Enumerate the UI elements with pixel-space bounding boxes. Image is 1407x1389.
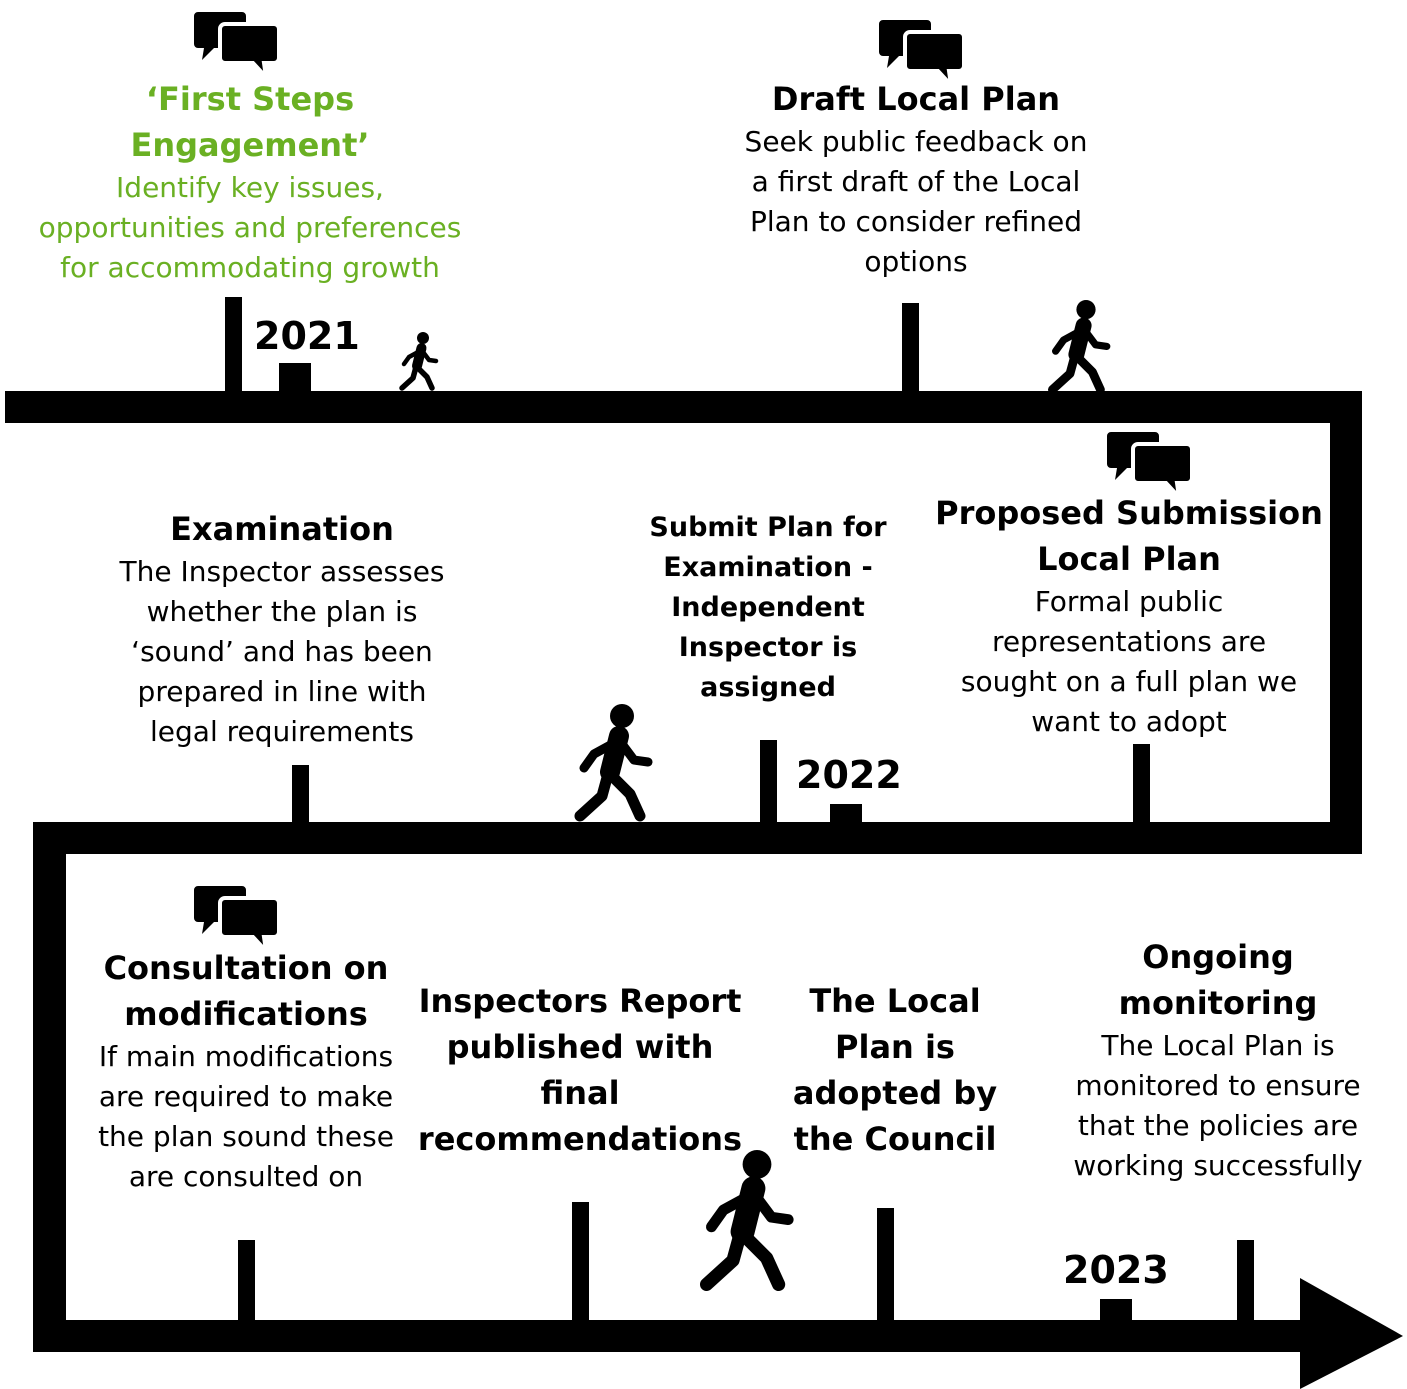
stage-tick bbox=[238, 1240, 255, 1322]
stage-description: The Local Plan is monitored to ensure th… bbox=[1073, 1029, 1363, 1182]
walking-person-icon bbox=[1052, 300, 1106, 390]
stage-title: Ongoing monitoring bbox=[1118, 938, 1318, 1022]
stage-title: The Local Plan is adopted by the Council bbox=[792, 982, 998, 1158]
year-label: 2022 bbox=[796, 753, 902, 797]
stage-tick bbox=[877, 1208, 894, 1322]
stage-inspectors-report: Inspectors Report published with final r… bbox=[412, 978, 748, 1162]
stage-submit-plan: Submit Plan for Examination - Independen… bbox=[640, 508, 896, 708]
stage-title: Inspectors Report published with final r… bbox=[417, 982, 743, 1158]
timeline-line-middle bbox=[33, 822, 1361, 854]
stage-tick bbox=[1133, 744, 1150, 824]
timeline-arrowhead bbox=[1300, 1278, 1403, 1389]
stage-description: Identify key issues, opportunities and p… bbox=[38, 171, 462, 284]
stage-tick bbox=[760, 740, 777, 824]
stage-tick bbox=[902, 303, 919, 392]
stage-adopted: The Local Plan is adopted by the Council bbox=[790, 978, 1000, 1162]
walking-person-icon bbox=[402, 332, 436, 388]
speech-bubbles-icon bbox=[1105, 430, 1194, 499]
walking-person-icon bbox=[580, 704, 648, 816]
timeline-connector-right bbox=[1330, 391, 1362, 854]
year-marker bbox=[1100, 1299, 1132, 1322]
stage-description: The Inspector assesses whether the plan … bbox=[119, 555, 445, 748]
timeline-connector-left bbox=[33, 822, 66, 1352]
stage-tick bbox=[225, 297, 242, 392]
stage-description: Formal public representations are sought… bbox=[960, 585, 1298, 738]
year-label: 2021 bbox=[254, 314, 360, 358]
speech-bubbles-icon bbox=[192, 10, 281, 79]
stage-proposed-submission: Proposed Submission Local Plan Formal pu… bbox=[930, 490, 1328, 742]
walking-person-icon bbox=[707, 1150, 789, 1284]
year-marker bbox=[830, 804, 862, 824]
stage-title: ‘First Steps Engagement’ bbox=[130, 80, 370, 164]
stage-ongoing-monitoring: Ongoing monitoring The Local Plan is mon… bbox=[1060, 934, 1376, 1186]
year-marker bbox=[279, 363, 311, 393]
stage-title: Draft Local Plan bbox=[771, 80, 1061, 118]
stage-examination: Examination The Inspector assesses wheth… bbox=[92, 506, 472, 752]
stage-tick bbox=[1237, 1240, 1254, 1322]
stage-title: Examination bbox=[170, 510, 394, 548]
stage-title: Consultation on modifications bbox=[103, 949, 389, 1033]
stage-description: If main modifications are required to ma… bbox=[98, 1040, 394, 1193]
stage-description: Seek public feedback on a first draft of… bbox=[744, 125, 1088, 278]
timeline-line-top bbox=[5, 391, 1362, 423]
stage-first-steps: ‘First Steps Engagement’ Identify key is… bbox=[20, 76, 480, 288]
stage-tick bbox=[292, 765, 309, 824]
stage-draft-local-plan: Draft Local Plan Seek public feedback on… bbox=[726, 76, 1106, 282]
timeline-line-bottom bbox=[33, 1320, 1313, 1352]
stage-tick bbox=[572, 1202, 589, 1322]
year-label: 2023 bbox=[1063, 1248, 1169, 1292]
speech-bubbles-icon bbox=[192, 884, 281, 953]
stage-consultation-modifications: Consultation on modifications If main mo… bbox=[86, 945, 406, 1197]
stage-title: Submit Plan for Examination - Independen… bbox=[649, 512, 887, 703]
stage-title: Proposed Submission Local Plan bbox=[935, 494, 1323, 578]
